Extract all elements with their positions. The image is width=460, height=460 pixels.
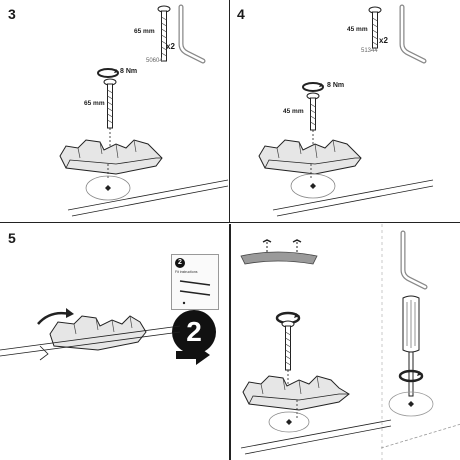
arrow-right-icon [176, 345, 210, 365]
step-4-panel: 4 45 mm x2 51344 8 Nm 45 mm [231, 0, 460, 222]
torque-label: 8 Nm [327, 82, 345, 89]
hex-key-icon [400, 230, 428, 290]
step-6-panel [231, 224, 460, 460]
panel-divider-vertical-bottom [229, 224, 231, 460]
screw-length-label: 65 mm [134, 28, 155, 35]
side-length-label: 45 mm [283, 108, 304, 115]
step-3-panel: 3 65 mm x2 50604 8 Nm 65 mm [0, 0, 229, 222]
roof-surface [240, 411, 392, 455]
instruction-booklet-icon: 2 Fit instructions [171, 254, 219, 310]
screw-icon [281, 320, 295, 392]
rotate-arrow-icon [97, 68, 119, 78]
step-5-panel: 5 2 Fit instructions 2 [0, 224, 230, 460]
part-number: 50604 [146, 58, 163, 64]
screw-icon [368, 6, 382, 49]
hex-key-icon [399, 4, 427, 64]
step-number: 5 [8, 230, 16, 246]
roof-surface [67, 175, 229, 217]
booklet-title: Fit instructions [175, 270, 198, 274]
panel-divider-horizontal [0, 222, 460, 223]
screw-icon [103, 78, 117, 146]
quantity-label: x2 [166, 42, 175, 51]
roof-surface [0, 325, 181, 361]
torque-label: 8 Nm [120, 68, 138, 75]
screwdriver-icon [402, 295, 420, 397]
roof-foot-icon [59, 139, 163, 180]
screw-icon [157, 5, 171, 62]
side-length-label: 65 mm [84, 100, 105, 107]
booklet-number: 2 [175, 258, 185, 268]
screw-length-label: 45 mm [347, 26, 368, 33]
screw-icon [306, 92, 320, 150]
step-number: 3 [8, 6, 16, 22]
rotate-arrow-icon [302, 82, 324, 92]
roof-surface-detail [380, 391, 460, 449]
quantity-label: x2 [379, 36, 388, 45]
rotate-arrow-icon [398, 369, 424, 383]
hex-key-icon [178, 4, 206, 64]
roof-foot-icon [258, 139, 362, 180]
roof-rail-section [240, 239, 318, 265]
roof-surface [272, 173, 434, 217]
part-number: 51344 [361, 48, 378, 54]
panel-divider-vertical-top [229, 0, 230, 222]
roof-foot-icon [242, 375, 350, 420]
step-number: 4 [237, 6, 245, 22]
booklet-bars-illustration [179, 280, 211, 305]
roof-foot-icon [37, 308, 147, 351]
